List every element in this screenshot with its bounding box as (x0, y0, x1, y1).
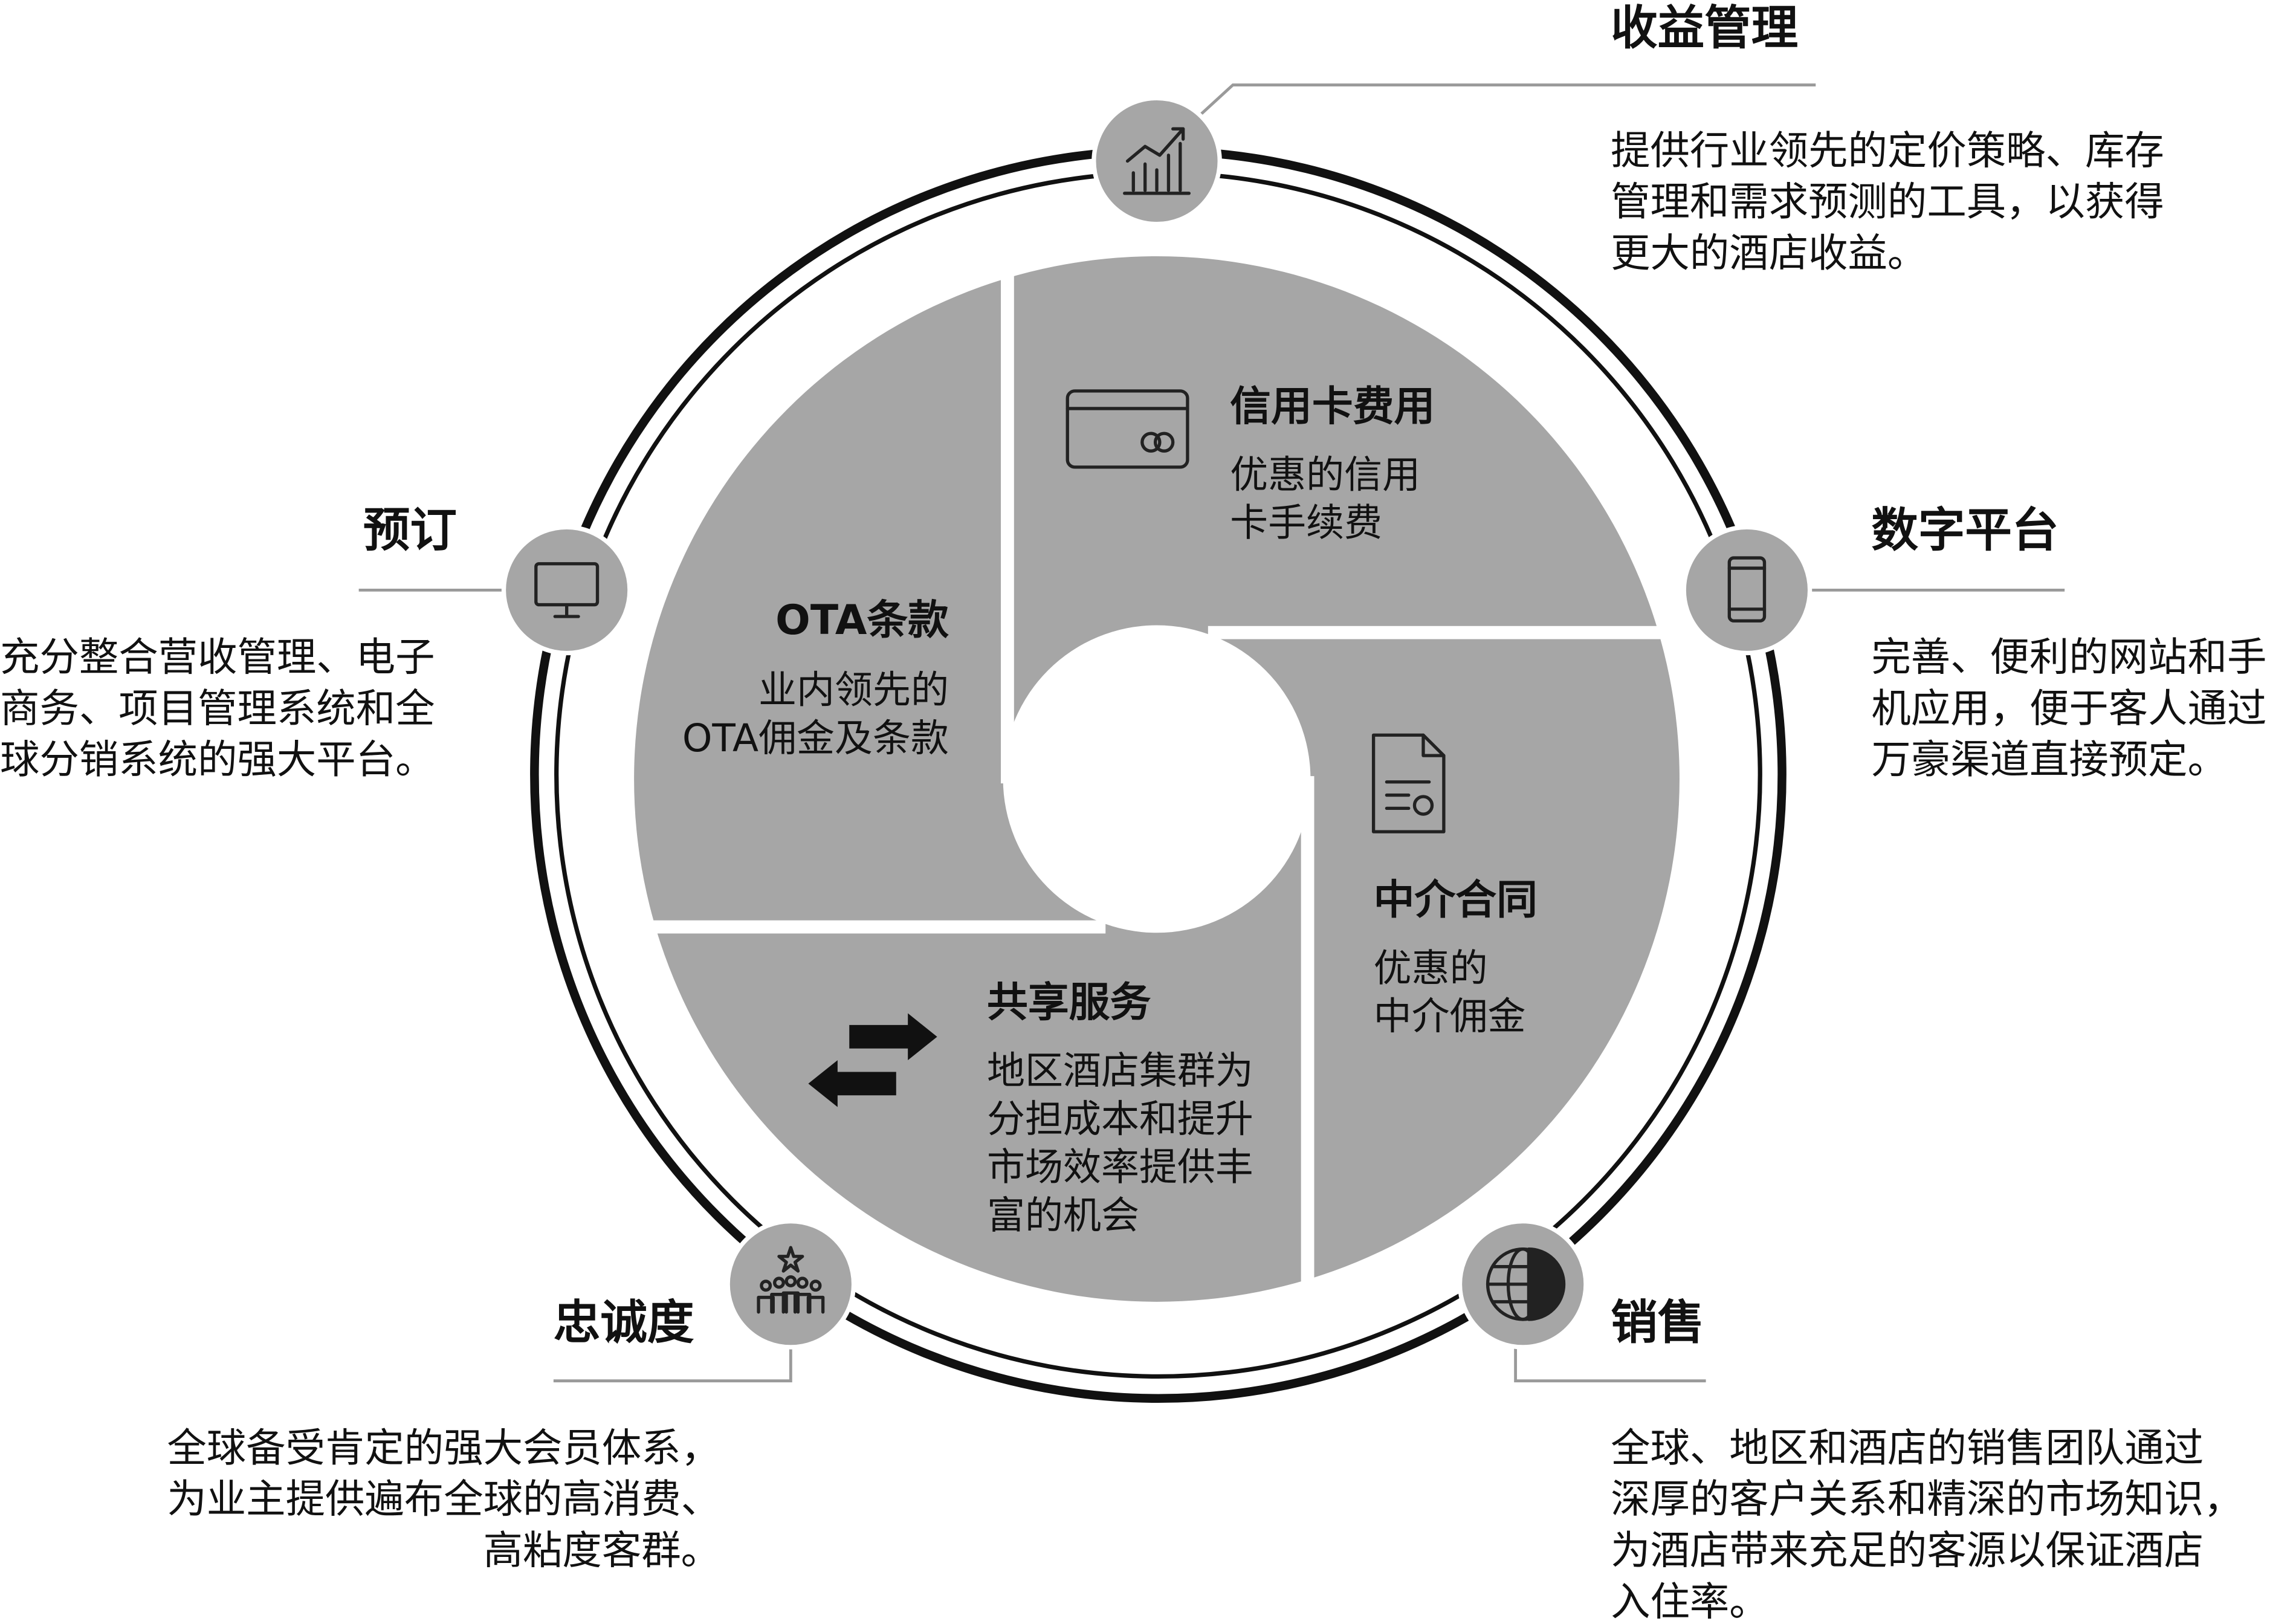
title-shared: 共享服务 (987, 978, 1151, 1026)
desc-line: 管理和需求预测的工具，以获得 (1611, 179, 2164, 225)
node-booking (501, 525, 632, 656)
node-digital (1681, 525, 1813, 656)
desc-line: 充分整合营收管理、电子 (0, 635, 435, 681)
smartphone-icon (1727, 556, 1767, 623)
label-sales: 销售 全球、地区和酒店的销售团队通过 深厚的客户关系和精深的市场知识， 为酒店带… (1611, 1295, 2243, 1621)
document-icon (1371, 733, 1446, 833)
desc-line: 优惠的信用 (1230, 453, 1420, 497)
node-sales (1457, 1218, 1588, 1350)
desc-line: 球分销系统的强大平台。 (0, 737, 435, 783)
desc-line: 机应用，便于客人通过 (1871, 685, 2266, 731)
leader-loyalty (553, 1344, 792, 1383)
exchange-arrows-icon (808, 1013, 937, 1107)
segment-credit: 信用卡费用 优惠的信用 卡手续费 (1230, 382, 1435, 545)
title-credit: 信用卡费用 (1230, 382, 1435, 430)
desc-line: 卡手续费 (1230, 501, 1382, 545)
desc-line: 优惠的 (1374, 946, 1488, 990)
desc-line: 深厚的客户关系和精深的市场知识， (1611, 1477, 2243, 1522)
label-loyalty: 忠诚度 全球备受肯定的强大会员体系， 为业主提供遍布全球的高消费、 高粘度客群。 (167, 1295, 720, 1573)
title-booking: 预订 (363, 503, 457, 558)
center-hole (1003, 625, 1311, 933)
desc-line: 万豪渠道直接预定。 (1871, 737, 2227, 783)
desc-line: OTA佣金及条款 (682, 716, 949, 760)
desc-line: 更大的酒店收益。 (1611, 230, 1927, 276)
globe-person-icon (1486, 1247, 1566, 1321)
desc-line: 高粘度客群。 (483, 1528, 720, 1574)
desc-line: 中介佣金 (1374, 994, 1526, 1038)
desc-line: 分担成本和提升 (987, 1097, 1253, 1141)
desc-line: 为业主提供遍布全球的高消费、 (167, 1477, 720, 1522)
segment-ota: OTA条款 业内领先的 OTA佣金及条款 (682, 596, 949, 760)
group-star-icon (757, 1246, 825, 1314)
label-digital: 数字平台 完善、便利的网站和手 机应用，便于客人通过 万豪渠道直接预定。 (1871, 503, 2266, 783)
label-booking: 预订 充分整合营收管理、电子 商务、项目管理系统和全 球分销系统的强大平台。 (0, 503, 457, 783)
segment-agency: 中介合同 优惠的 中介佣金 (1374, 876, 1538, 1038)
desc-line: 提供行业领先的定价策略、库存 (1611, 128, 2164, 173)
label-revenue: 收益管理 提供行业领先的定价策略、库存 管理和需求预测的工具，以获得 更大的酒店… (1611, 1, 2164, 276)
title-revenue: 收益管理 (1611, 1, 1798, 56)
desc-line: 全球、地区和酒店的销售团队通过 (1611, 1425, 2204, 1471)
node-loyalty (725, 1218, 856, 1350)
title-digital: 数字平台 (1871, 503, 2058, 558)
leader-revenue (1197, 83, 1816, 118)
desc-line: 入住率。 (1611, 1579, 1769, 1621)
desc-line: 富的机会 (987, 1194, 1139, 1238)
credit-card-icon (1066, 389, 1189, 469)
segment-shared: 共享服务 地区酒店集群为 分担成本和提升 市场效率提供丰 富的机会 (987, 978, 1253, 1237)
title-loyalty: 忠诚度 (554, 1295, 694, 1350)
title-sales: 销售 (1611, 1295, 1704, 1350)
desc-line: 全球备受肯定的强大会员体系， (167, 1425, 720, 1471)
title-ota: OTA条款 (775, 596, 949, 644)
desc-line: 完善、便利的网站和手 (1871, 635, 2266, 681)
desc-line: 地区酒店集群为 (987, 1049, 1253, 1093)
chart-growth-icon (1123, 127, 1191, 195)
node-revenue (1091, 95, 1222, 227)
title-agency: 中介合同 (1374, 876, 1538, 924)
desc-line: 商务、项目管理系统和全 (0, 685, 435, 731)
desc-line: 业内领先的 (758, 668, 949, 712)
desc-line: 为酒店带来充足的客源以保证酒店 (1611, 1528, 2204, 1574)
monitor-icon (534, 562, 600, 618)
leader-sales (1514, 1344, 1706, 1383)
desc-line: 市场效率提供丰 (987, 1145, 1253, 1189)
